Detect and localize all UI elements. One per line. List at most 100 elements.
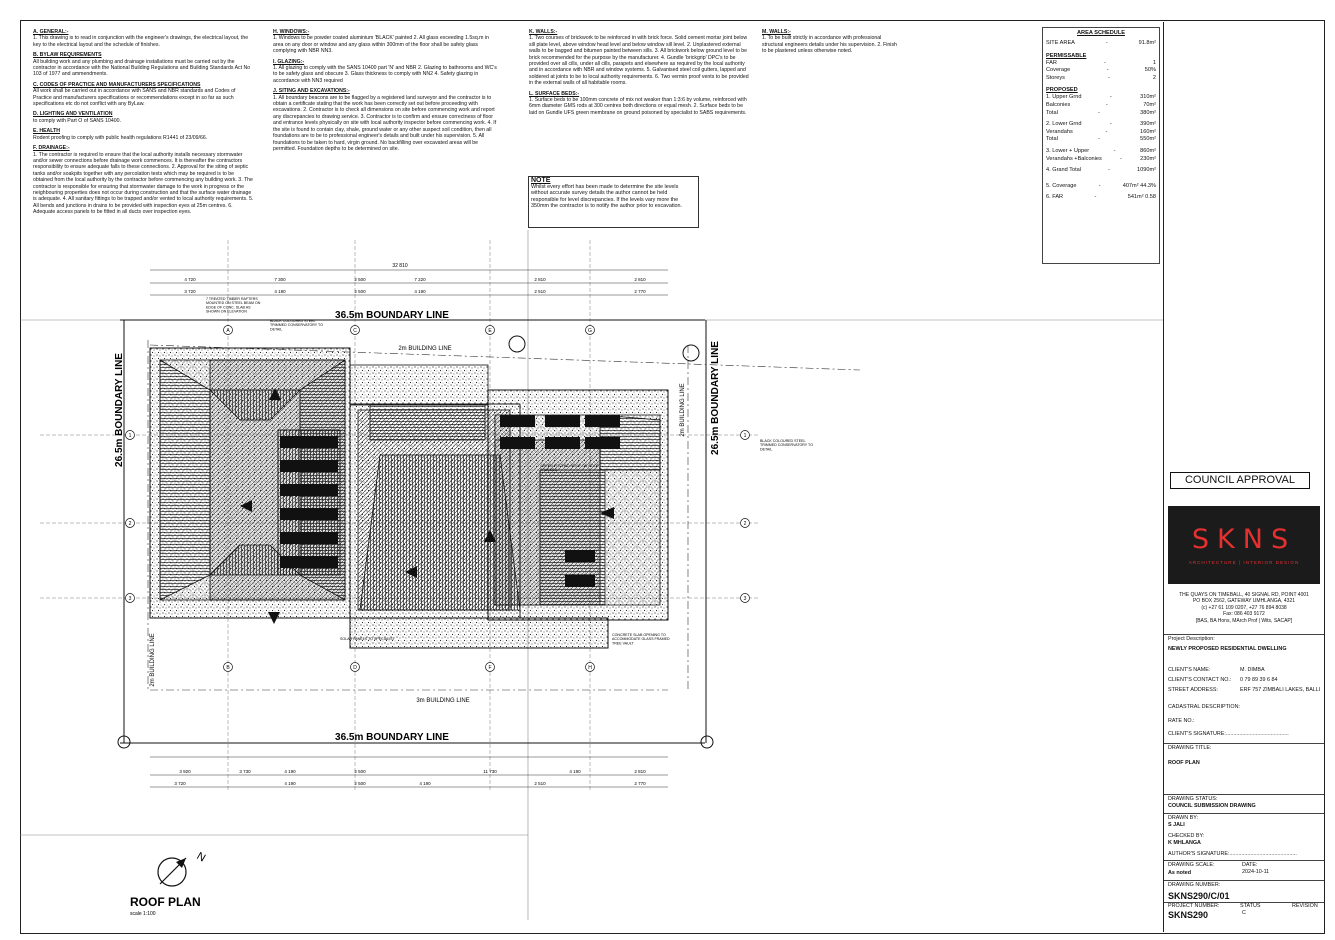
note-body: 1. All glazing to comply with the SANS 1… xyxy=(273,65,497,84)
note-heading: H. WINDOWS:- xyxy=(273,29,310,35)
status2-value: C xyxy=(1242,910,1246,916)
grid-bubble xyxy=(585,325,595,335)
dimension-text: 2 500 xyxy=(354,277,366,282)
annotation-text: SOLAR PANELS TO SPECIALIST xyxy=(340,637,396,641)
revision-label: REVISION xyxy=(1292,903,1318,909)
drawn-by: S JALI xyxy=(1168,822,1185,828)
dimension-text: 4 190 xyxy=(569,769,581,774)
dimension-text: 3 720 xyxy=(174,781,186,786)
proposed-row: 3. Lower + Upper-860m² xyxy=(1046,147,1156,154)
number-label: DRAWING NUMBER: xyxy=(1168,882,1221,888)
status-label: DRAWING STATUS: xyxy=(1168,796,1218,802)
permissable-row: Coverage-50% xyxy=(1046,67,1156,74)
grid-bubble-label: A xyxy=(226,328,230,334)
note-heading: I. GLAZING:- xyxy=(273,58,305,65)
note-heading: M. WALLS:- xyxy=(762,29,791,35)
note-heading: K. WALLS:- xyxy=(529,29,558,35)
overall-dimension: 32 810 xyxy=(392,263,408,269)
scale-label: DRAWING SCALE: xyxy=(1168,862,1215,868)
practice-address: THE QUAYS ON TIMEBALL, 40 SIGNAL RD, POI… xyxy=(1164,592,1324,624)
address-line: THE QUAYS ON TIMEBALL, 40 SIGNAL RD, POI… xyxy=(1179,592,1309,598)
author-signature-label: AUTHOR'S SIGNATURE:.....................… xyxy=(1168,851,1297,857)
grid-bubble xyxy=(485,325,495,335)
boundary-top-label: 36.5m BOUNDARY LINE xyxy=(335,310,449,321)
building-line-right-label: 2m BUILDING LINE xyxy=(680,383,686,436)
solar-panels xyxy=(280,415,620,587)
grid-bubble-label: C xyxy=(353,328,357,334)
note-heading: B. BYLAW REQUIREMENTS xyxy=(33,52,102,59)
grid-bubble-label: 3 xyxy=(129,596,132,602)
drawing-date: 2024-10-11 xyxy=(1242,869,1270,875)
grid-bubble xyxy=(585,662,595,672)
dimension-text: 3 920 xyxy=(179,769,191,774)
logo-subtitle: ARCHITECTURE | INTERIOR DESIGN xyxy=(1188,560,1300,565)
note-body: All work shall be carried out in accorda… xyxy=(33,88,236,108)
note-heading: F. DRAINAGE:- xyxy=(33,145,70,152)
bottom-dimensions xyxy=(150,756,668,788)
drawing-title-label: DRAWING TITLE: xyxy=(1168,745,1212,751)
note-body: All building work and any plumbing and d… xyxy=(33,58,251,78)
permissable-heading: PERMISSABLE xyxy=(1046,52,1087,59)
grid-bubble-label: H xyxy=(588,665,592,671)
client-contact-label: CLIENT'S CONTACT NO.: xyxy=(1168,677,1232,683)
grid-bubble xyxy=(223,662,233,672)
client-name-label: CLIENT'S NAME: xyxy=(1168,667,1211,673)
client-contact: 0 79 89 39 6 84 xyxy=(1240,677,1278,683)
client-name: M. DIMBA xyxy=(1240,667,1265,673)
dimension-text: 7 300 xyxy=(274,277,286,282)
drawn-label: DRAWN BY: xyxy=(1168,815,1199,821)
dimension-text: 2 810 xyxy=(634,769,646,774)
note-heading: L. SURFACE BEDS:- xyxy=(529,90,580,97)
proposed-heading: PROPOSED xyxy=(1046,87,1078,94)
note-body: to comply with Part O of SANS 10400. xyxy=(33,117,121,124)
sheet-border xyxy=(20,20,1325,934)
drawing-scale: scale 1:100 xyxy=(130,911,156,917)
proposed-row: Verandahs +Balconies-230m² xyxy=(1046,155,1156,162)
dimension-text: 4 190 xyxy=(284,769,296,774)
project-desc: NEWLY PROPOSED RESIDENTIAL DWELLING xyxy=(1168,646,1287,652)
dimension-text: 4 190 xyxy=(274,289,286,294)
grid-bubble xyxy=(125,430,135,440)
boundary-right-label: 26.5m BOUNDARY LINE xyxy=(710,341,721,455)
note-body: 1. The contractor is required to ensure … xyxy=(33,151,254,216)
grid-bubble xyxy=(740,518,750,528)
dimension-text: 7 220 xyxy=(414,277,426,282)
grid-bubble-label: E xyxy=(488,328,492,334)
project-desc-label: Project Description: xyxy=(1168,636,1215,642)
project-number-label: PROJECT NUMBER: xyxy=(1168,903,1220,909)
dimension-text: 4 190 xyxy=(419,781,431,786)
grid-bubble-label: B xyxy=(226,665,230,671)
titleblock-scale: As noted xyxy=(1168,870,1192,876)
notes-column-1: A. GENERAL:-1. This drawing is to read i… xyxy=(33,25,255,216)
proposed-row: Total-550m² xyxy=(1046,136,1156,143)
dimension-text: 2 810 xyxy=(634,277,646,282)
dimension-text: 2 810 xyxy=(534,277,546,282)
grid-bubble-label: 2 xyxy=(129,521,132,527)
dimension-text: 2 500 xyxy=(354,769,366,774)
note-text: Whilst every effort has been made to det… xyxy=(531,184,683,209)
proposed-row: Total-380m² xyxy=(1046,109,1156,116)
dimension-text: 11 730 xyxy=(483,769,497,774)
titleblock-drawing-title: ROOF PLAN xyxy=(1168,760,1200,766)
note-heading: D. LIGHTING AND VENTILATION xyxy=(33,111,113,118)
grid-bubble-label: 3 xyxy=(744,596,747,602)
permissable-row: FAR-1 xyxy=(1046,59,1156,66)
proposed-row: Verandahs-160m² xyxy=(1046,128,1156,135)
notes-column-4: M. WALLS:-1. To be built strictly in acc… xyxy=(762,25,897,55)
dimension-text: 4 720 xyxy=(184,277,196,282)
address-line: [BAS, BA Hons, MArch Prof | Wits, SACAP] xyxy=(1195,617,1293,624)
cadastral-label: CADASTRAL DESCRIPTION: xyxy=(1168,704,1240,710)
grid-bubble-label: D xyxy=(353,665,357,671)
building-line-top-label: 2m BUILDING LINE xyxy=(398,346,451,352)
proposed-row: 4. Grand Total-1090m² xyxy=(1046,167,1156,174)
grid-bubble xyxy=(350,662,360,672)
note-body: 1. This drawing is to read in conjunctio… xyxy=(33,35,249,48)
proposed-row: 6. FAR-541m² 0.58 xyxy=(1046,194,1156,201)
street-address: ERF 757 ZIMBALI LAKES, BALLITO xyxy=(1240,687,1320,693)
